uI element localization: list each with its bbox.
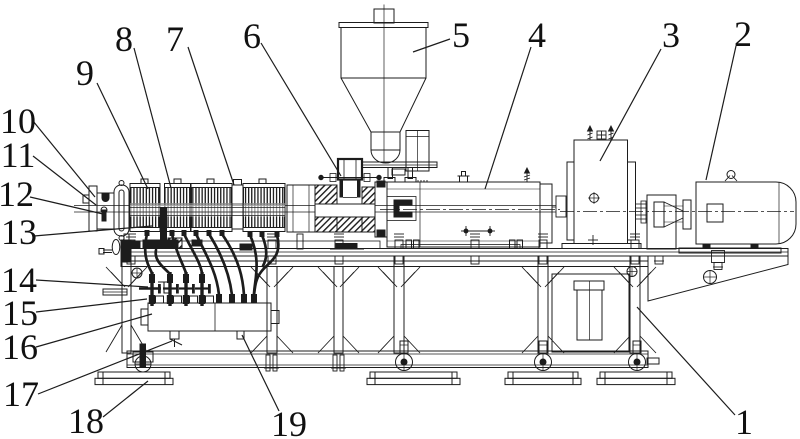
svg-text:2: 2 (734, 14, 752, 54)
svg-text:9: 9 (76, 53, 94, 93)
svg-text:13: 13 (1, 212, 37, 252)
svg-text:6: 6 (243, 16, 261, 56)
svg-text:14: 14 (1, 260, 37, 300)
svg-text:15: 15 (2, 293, 38, 333)
svg-text:1: 1 (735, 402, 753, 439)
svg-text:3: 3 (662, 15, 680, 55)
svg-text:7: 7 (166, 19, 184, 59)
svg-text:17: 17 (3, 374, 39, 414)
svg-text:11: 11 (1, 135, 36, 175)
svg-text:4: 4 (528, 15, 546, 55)
svg-text:8: 8 (115, 19, 133, 59)
svg-text:12: 12 (0, 174, 34, 214)
svg-text:10: 10 (0, 101, 36, 141)
svg-text:5: 5 (452, 15, 470, 55)
svg-text:19: 19 (271, 404, 307, 439)
svg-text:16: 16 (2, 327, 38, 367)
svg-text:18: 18 (68, 401, 104, 439)
